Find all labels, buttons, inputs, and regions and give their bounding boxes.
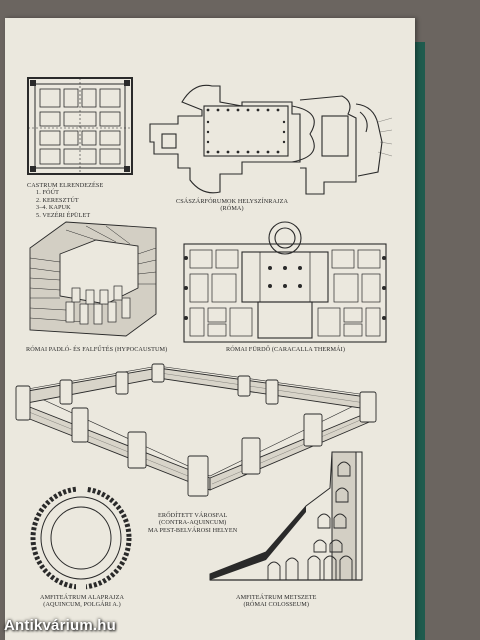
forum-caption-line: (RÓMA) <box>220 205 244 213</box>
town-wall-caption: ERŐDÍTETT VÁROSFAL (CONTRA-AQUINCUM) MA … <box>148 512 237 534</box>
castrum-caption-item: 1. FÓÚT <box>36 189 60 197</box>
caracalla-baths-figure <box>183 221 387 343</box>
amphi-section-caption: AMFITEÁTRUM METSZETE (RÓMAI COLOSSEUM) <box>236 594 317 609</box>
amphitheatre-plan-figure <box>30 486 132 590</box>
amphi-section-caption-line: AMFITEÁTRUM METSZETE <box>236 594 317 601</box>
castrum-caption-item: 3–4. KAPUK <box>36 204 71 212</box>
watermark: Antikvárium.hu <box>4 617 116 634</box>
amphi-plan-caption: AMFITEÁTRUM ALAPRAJZA (AQUINCUM, POLGÁRI… <box>40 594 124 609</box>
castrum-plan-figure <box>27 77 133 175</box>
castrum-caption-item: 2. KERESZTÚT <box>36 196 79 204</box>
baths-caption: RÓMAI FÜRDŐ (CARACALLA THERMÁI) <box>226 346 346 353</box>
town-wall-caption-line: ERŐDÍTETT VÁROSFAL <box>157 512 228 519</box>
imperial-forums-figure <box>149 84 393 195</box>
amphitheatre-section-figure <box>209 451 363 581</box>
castrum-caption-title: CASTRUM ELRENDEZÉSE <box>27 182 104 189</box>
amphi-plan-caption-line: AMFITEÁTRUM ALAPRAJZA <box>40 594 125 601</box>
amphi-plan-caption-line: (AQUINCUM, POLGÁRI A.) <box>43 601 121 609</box>
hypocaustum-figure <box>29 221 157 337</box>
castrum-caption-item: 5. VEZÉRI ÉPÜLET <box>36 211 91 219</box>
town-wall-figure <box>15 363 377 497</box>
town-wall-caption-line: (CONTRA-AQUINCUM) <box>158 519 227 527</box>
amphi-section-caption-line: (RÓMAI COLOSSEUM) <box>243 601 310 609</box>
castrum-caption: CASTRUM ELRENDEZÉSE 1. FÓÚT 2. KERESZTÚT… <box>27 182 103 219</box>
forum-caption: CSÁSZÁRFÓRUMOK HELYSZÍNRAJZA (RÓMA) <box>176 198 288 213</box>
forum-caption-line: CSÁSZÁRFÓRUMOK HELYSZÍNRAJZA <box>176 198 289 205</box>
town-wall-caption-line: MA PEST-BELVÁROSI HELYEN <box>148 526 238 534</box>
hypocaustum-caption: RÓMAI PADLÓ- ÉS FALFŰTÉS (HYPOCAUSTUM) <box>26 346 168 353</box>
